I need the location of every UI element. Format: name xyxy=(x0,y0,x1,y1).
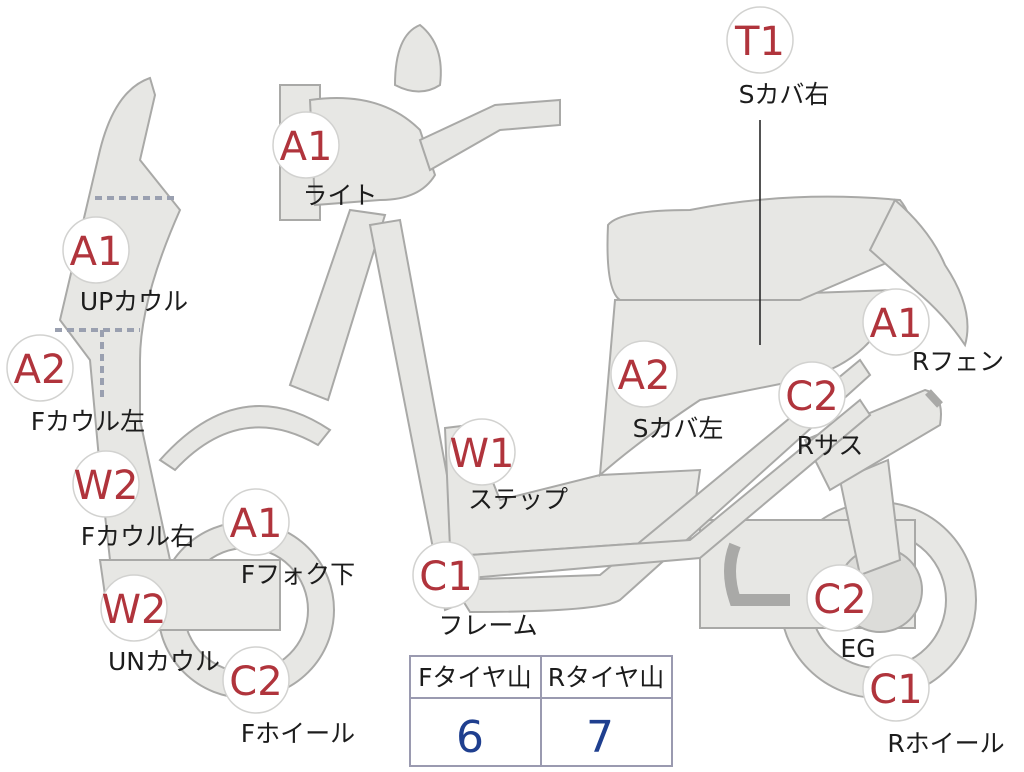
part-label: EG xyxy=(840,634,875,663)
grade-text: W2 xyxy=(74,463,139,509)
steering-column xyxy=(288,208,387,402)
grade-text: W1 xyxy=(450,431,515,477)
part-label: Fフォク下 xyxy=(241,560,355,589)
grade-badge xyxy=(862,654,930,722)
grade-badge xyxy=(806,564,874,632)
part-label: Fカウル左 xyxy=(31,407,145,436)
handlebar xyxy=(418,98,561,172)
mirror xyxy=(393,23,442,93)
grade-text: A1 xyxy=(230,501,283,547)
grade-text: T1 xyxy=(734,19,785,65)
grade-text: A1 xyxy=(870,301,923,347)
grade-badge xyxy=(778,361,846,429)
grade-badge xyxy=(222,646,290,714)
grade-badge xyxy=(610,340,678,408)
grade-badge xyxy=(862,288,930,356)
grade-text: C2 xyxy=(785,374,838,420)
rear-shock-bolt xyxy=(925,389,943,408)
part-callout-step: W1 ステップ xyxy=(448,418,568,514)
part-label: ステップ xyxy=(468,485,568,514)
part-label: UNカウル xyxy=(108,647,220,676)
handlebar-cover xyxy=(308,97,437,207)
part-label: Sカバ左 xyxy=(633,414,724,443)
grade-badge xyxy=(726,6,794,74)
grade-badge xyxy=(62,216,130,284)
grade-text: A2 xyxy=(618,353,671,399)
grade-badge xyxy=(72,450,140,518)
front-tire-value: 6 xyxy=(456,712,484,763)
tire-tread-table: Fタイヤ山 Rタイヤ山 6 7 xyxy=(409,655,673,767)
part-label: Sカバ右 xyxy=(739,80,830,109)
scooter-silhouette xyxy=(55,23,977,699)
grade-badge xyxy=(100,574,168,642)
grade-badges: A1ライトA1UPカウルA2Fカウル左W2Fカウル右W2UNカウルA1Fフォク下… xyxy=(6,6,1005,758)
rear-shock xyxy=(838,458,902,577)
grade-badge xyxy=(448,418,516,486)
grade-badge xyxy=(272,111,340,179)
front-tire-header: Fタイヤ山 xyxy=(418,663,532,692)
part-callout-frame: C1 フレーム xyxy=(412,541,538,640)
grade-badge xyxy=(6,334,74,402)
grade-text: A2 xyxy=(14,347,67,393)
exhaust-pipe xyxy=(724,542,790,606)
part-label: Rフェン xyxy=(912,347,1004,376)
rear-tire-header: Rタイヤ山 xyxy=(548,663,665,692)
grade-text: W2 xyxy=(102,587,167,633)
rear-fender xyxy=(868,198,969,348)
grade-badge xyxy=(412,541,480,609)
part-label: Fホイール xyxy=(241,719,355,748)
grade-text: C2 xyxy=(813,577,866,623)
front-fender xyxy=(158,405,332,472)
grade-text: A1 xyxy=(70,229,123,275)
grade-text: C2 xyxy=(229,659,282,705)
grade-text: C1 xyxy=(419,554,472,600)
part-label: ライト xyxy=(302,181,377,210)
rear-tire-value: 7 xyxy=(586,712,614,763)
part-label: Rサス xyxy=(797,431,864,460)
grade-text: C1 xyxy=(869,667,922,713)
part-label: UPカウル xyxy=(80,287,188,316)
part-label: Rホイール xyxy=(887,729,1004,758)
part-label: Fカウル右 xyxy=(81,522,195,551)
grade-text: A1 xyxy=(280,124,333,170)
part-callout-light: A1 ライト xyxy=(272,111,378,210)
grade-badge xyxy=(222,488,290,556)
part-label: フレーム xyxy=(438,611,537,640)
